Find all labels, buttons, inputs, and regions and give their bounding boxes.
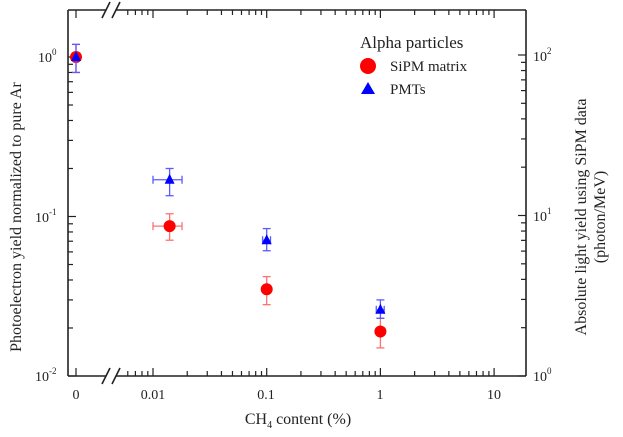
- y2-axis-title: Absolute light yield using SiPM data: [573, 99, 590, 336]
- y2-tick-label: 100: [533, 366, 552, 385]
- y2-tick-label: 102: [533, 46, 552, 65]
- y-tick-label: 100: [38, 47, 57, 66]
- y-axis-title: Photoelectron yield normalized to pure A…: [8, 81, 25, 351]
- y-tick-label: 10-2: [35, 366, 57, 385]
- data-point-circle: [163, 220, 176, 233]
- y2-tick-labels: 102 101 100: [533, 46, 552, 385]
- plot-frame: [67, 1, 527, 385]
- x-tick-label: 10: [487, 388, 501, 403]
- y-tick-labels: 100 10-1 10-2: [35, 47, 57, 385]
- data-point-circle: [374, 325, 387, 338]
- series-sipm-matrix: [70, 43, 387, 349]
- legend: Alpha particles SiPM matrix PMTs: [360, 33, 468, 98]
- data-point-triangle: [71, 51, 81, 61]
- data-point-triangle: [375, 303, 386, 314]
- axis-ticks: [68, 10, 526, 377]
- series-pmts: [71, 43, 386, 319]
- x-axis-title: CH4 content (%): [245, 411, 351, 431]
- legend-title: Alpha particles: [360, 33, 463, 52]
- y2-tick-label: 101: [533, 206, 552, 225]
- legend-label-sipm: SiPM matrix: [390, 59, 468, 75]
- x-tick-labels: 0 0.01 0.1 1 10: [73, 388, 502, 403]
- x-tick-label: 0.01: [141, 388, 166, 403]
- data-point-triangle: [164, 173, 175, 184]
- legend-circle-icon: [360, 58, 376, 74]
- data-point-circle: [260, 283, 273, 296]
- y-tick-label: 10-1: [35, 207, 57, 226]
- x-tick-label: 0: [73, 388, 80, 403]
- legend-label-pmt: PMTs: [390, 82, 426, 98]
- y2-axis-subtitle: (photon/MeV): [592, 171, 609, 263]
- data-point-triangle: [261, 234, 272, 245]
- data-points: [70, 43, 387, 349]
- legend-triangle-icon: [361, 82, 375, 94]
- x-tick-label: 0.1: [257, 388, 275, 403]
- x-tick-label: 1: [377, 388, 384, 403]
